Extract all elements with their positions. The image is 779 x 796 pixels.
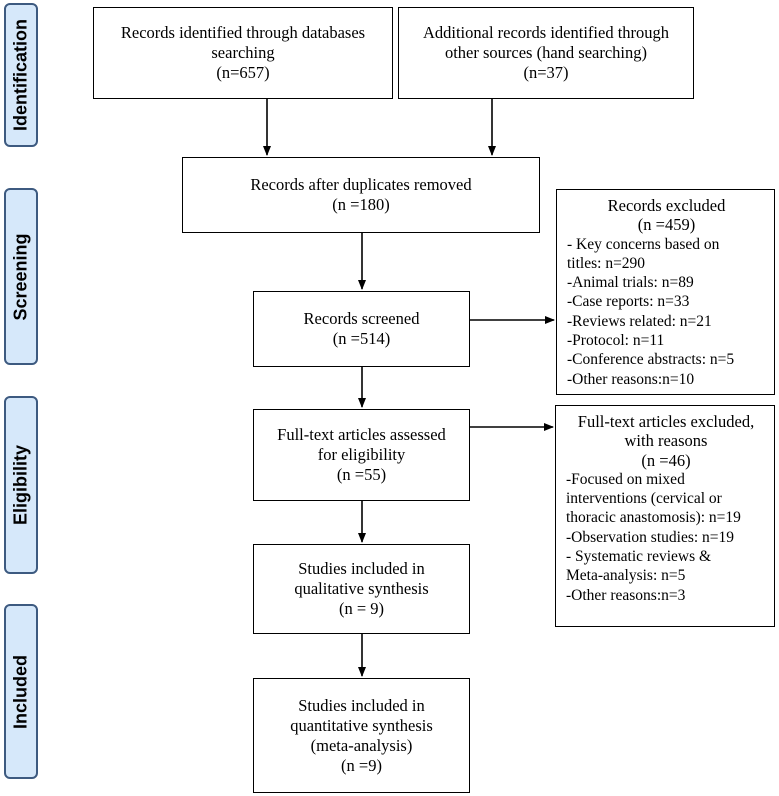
- box-records-screened: Records screened (n =514): [253, 291, 470, 367]
- exclusion-reason: - Key concerns based on: [567, 235, 720, 253]
- phase-included: Included: [4, 604, 38, 779]
- box-count: (n =459): [637, 215, 696, 235]
- box-text-line: searching: [211, 43, 275, 62]
- exclusion-reason: -Other reasons:n=3: [566, 586, 686, 604]
- exclusion-reason: - Systematic reviews &: [566, 548, 712, 566]
- box-count: (n=657): [216, 63, 270, 82]
- box-header-line: with reasons: [624, 431, 708, 451]
- exclusion-reason: -Reviews related: n=21: [567, 312, 712, 330]
- exclusion-reason: -Observation studies: n=19: [566, 528, 735, 546]
- box-count: (n =514): [332, 329, 391, 348]
- box-count: (n =46): [641, 450, 691, 470]
- exclusion-reason: interventions (cervical or: [566, 490, 722, 508]
- phase-identification: Identification: [4, 3, 38, 147]
- phase-eligibility: Eligibility: [4, 396, 38, 574]
- box-text-line: for eligibility: [317, 445, 406, 464]
- box-text-line: Records identified through databases: [120, 23, 366, 42]
- box-quantitative-synthesis: Studies included in quantitative synthes…: [253, 678, 470, 793]
- box-records-excluded: Records excluded (n =459) - Key concerns…: [556, 189, 775, 395]
- exclusion-reason: -Focused on mixed: [566, 470, 685, 488]
- box-fulltext-assessed: Full-text articles assessed for eligibil…: [253, 409, 470, 501]
- box-count: (n =180): [332, 195, 390, 214]
- box-text-line: Studies included in: [298, 559, 425, 578]
- box-qualitative-synthesis: Studies included in qualitative synthesi…: [253, 544, 470, 634]
- box-count: (n = 9): [338, 599, 385, 618]
- exclusion-reason: thoracic anastomosis): n=19: [566, 509, 741, 527]
- box-header-line: Full-text articles excluded,: [577, 412, 755, 431]
- exclusion-reason: -Case reports: n=33: [567, 293, 690, 311]
- exclusion-reason: -Animal trials: n=89: [567, 274, 694, 292]
- box-text-line: qualitative synthesis: [294, 579, 429, 598]
- exclusion-reason: -Other reasons:n=10: [567, 370, 695, 388]
- exclusion-reason: Meta-analysis: n=5: [566, 567, 686, 585]
- box-text-line: Studies included in: [298, 695, 425, 715]
- box-text-line: Records screened: [303, 309, 420, 328]
- box-count: (n =9): [341, 755, 382, 775]
- box-text-line: Full-text articles assessed: [277, 425, 446, 444]
- box-other-sources-records: Additional records identified through ot…: [398, 7, 694, 99]
- box-header-line: Records excluded: [607, 196, 726, 215]
- box-text-line: other sources (hand searching): [444, 43, 648, 62]
- phase-screening: Screening: [4, 188, 38, 365]
- box-text-line: quantitative synthesis: [290, 715, 433, 735]
- box-text-line: Additional records identified through: [422, 23, 670, 42]
- exclusion-reason: titles: n=290: [567, 254, 646, 272]
- box-text-line: Records after duplicates removed: [250, 175, 472, 194]
- exclusion-reason: -Conference abstracts: n=5: [567, 351, 735, 369]
- exclusion-reason: -Protocol: n=11: [567, 332, 665, 350]
- box-database-records: Records identified through databases sea…: [93, 7, 393, 99]
- box-count: (n =55): [336, 465, 387, 484]
- box-fulltext-excluded: Full-text articles excluded, with reason…: [555, 405, 775, 627]
- box-count: (n=37): [523, 63, 569, 82]
- box-text-line: (meta-analysis): [310, 735, 413, 755]
- box-duplicates-removed: Records after duplicates removed (n =180…: [182, 157, 540, 233]
